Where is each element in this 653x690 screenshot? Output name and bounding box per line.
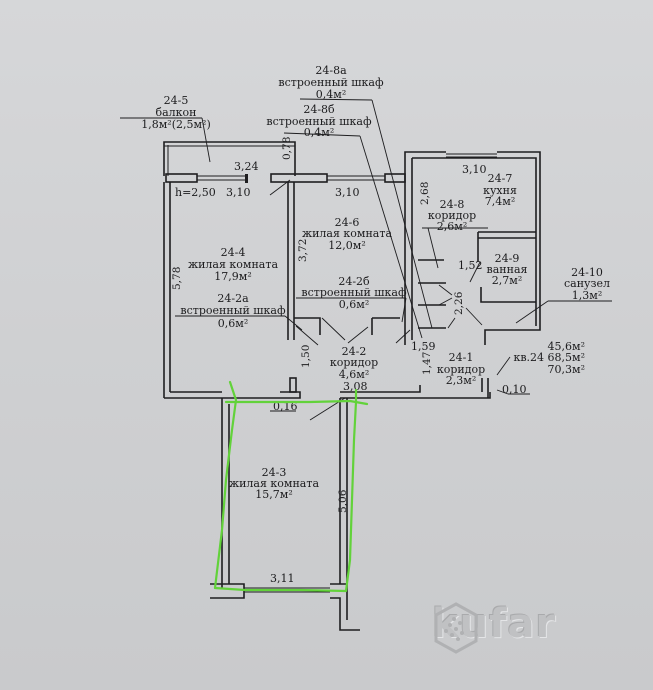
- balcony-outline: [163, 141, 296, 176]
- svg-text:24-6: 24-6: [335, 216, 360, 229]
- svg-text:0,4м²: 0,4м²: [304, 126, 334, 139]
- svg-text:h=2,50: h=2,50: [175, 186, 216, 199]
- svg-text:24-8а: 24-8а: [315, 64, 347, 77]
- svg-text:0,6м²: 0,6м²: [218, 317, 248, 330]
- svg-text:24-2а: 24-2а: [217, 292, 249, 305]
- svg-text:1,59: 1,59: [411, 340, 436, 353]
- svg-text:коридор: коридор: [330, 356, 378, 369]
- svg-text:17,9м²: 17,9м²: [214, 270, 251, 283]
- svg-text:24-9: 24-9: [495, 252, 520, 265]
- svg-text:коридор: коридор: [428, 209, 476, 222]
- svg-text:45,6м²: 45,6м²: [548, 340, 585, 353]
- svg-text:24-4: 24-4: [221, 246, 246, 259]
- svg-text:3,72: 3,72: [297, 239, 309, 262]
- svg-text:3,10: 3,10: [462, 163, 487, 176]
- svg-text:24-2б: 24-2б: [338, 275, 370, 288]
- svg-text:3,10: 3,10: [226, 186, 251, 199]
- svg-text:70,3м²: 70,3м²: [548, 363, 585, 376]
- svg-text:кв.24 68,5м²: кв.24 68,5м²: [513, 351, 585, 364]
- svg-text:0,10: 0,10: [502, 383, 527, 396]
- svg-text:12,0м²: 12,0м²: [328, 239, 365, 252]
- outer-walls: [163, 151, 541, 631]
- leader-lines: [120, 98, 612, 421]
- svg-text:24-2: 24-2: [342, 345, 367, 358]
- svg-text:встроенный шкаф: встроенный шкаф: [301, 286, 407, 299]
- highlight-annotation: [213, 380, 358, 593]
- svg-text:2,7м²: 2,7м²: [492, 274, 522, 287]
- svg-text:коридор: коридор: [437, 363, 485, 376]
- svg-text:балкон: балкон: [156, 106, 197, 119]
- svg-text:5,06: 5,06: [337, 489, 349, 513]
- svg-text:встроенный шкаф: встроенный шкаф: [278, 76, 384, 89]
- svg-text:24-7: 24-7: [488, 172, 513, 185]
- svg-text:24-5: 24-5: [164, 94, 189, 107]
- svg-text:санузел: санузел: [564, 277, 610, 290]
- svg-text:24-1: 24-1: [449, 351, 474, 364]
- svg-text:3,24: 3,24: [234, 160, 259, 173]
- svg-text:жилая комната: жилая комната: [229, 477, 319, 490]
- kufar-watermark-text: kufar: [432, 601, 557, 647]
- svg-text:2,3м²: 2,3м²: [446, 374, 476, 387]
- svg-text:3,11: 3,11: [270, 572, 295, 585]
- svg-text:4,6м²: 4,6м²: [339, 368, 369, 381]
- room-labels: 24-5 балкон 1,8м²(2,5м²) 24-8а встроенны…: [141, 64, 610, 501]
- svg-text:24-3: 24-3: [262, 466, 287, 479]
- svg-text:жилая комната: жилая комната: [188, 258, 278, 271]
- svg-text:1,8м²(2,5м²): 1,8м²(2,5м²): [141, 118, 211, 131]
- svg-text:0,4м²: 0,4м²: [316, 88, 346, 101]
- svg-text:0,16: 0,16: [273, 400, 298, 413]
- svg-text:кухня: кухня: [483, 184, 517, 197]
- svg-text:0,6м²: 0,6м²: [339, 298, 369, 311]
- svg-text:7,4м²: 7,4м²: [485, 195, 515, 208]
- svg-text:1,52: 1,52: [458, 259, 483, 272]
- svg-text:0,78: 0,78: [281, 137, 293, 160]
- svg-text:1,50: 1,50: [300, 345, 312, 368]
- svg-text:24-10: 24-10: [571, 266, 603, 279]
- svg-text:3,10: 3,10: [335, 186, 360, 199]
- svg-text:2,26: 2,26: [453, 291, 465, 315]
- svg-text:встроенный шкаф: встроенный шкаф: [180, 304, 286, 317]
- svg-text:2,68: 2,68: [419, 182, 431, 205]
- dimension-labels: 3,24 h=2,50 3,10 3,10 3,10 1,52 1,59 3,0…: [171, 137, 527, 585]
- svg-text:3,08: 3,08: [343, 380, 368, 393]
- svg-text:1,3м²: 1,3м²: [572, 289, 602, 302]
- svg-text:жилая комната: жилая комната: [302, 227, 392, 240]
- svg-text:2,6м²: 2,6м²: [437, 220, 467, 233]
- kufar-logo-icon: [434, 602, 478, 654]
- svg-text:24-8б: 24-8б: [303, 103, 335, 116]
- door-swings: [295, 261, 483, 346]
- svg-text:ванная: ванная: [487, 263, 528, 276]
- kufar-watermark: kufar: [432, 601, 557, 654]
- svg-text:24-8: 24-8: [440, 198, 465, 211]
- svg-text:15,7м²: 15,7м²: [255, 488, 292, 501]
- svg-text:встроенный шкаф: встроенный шкаф: [266, 115, 372, 128]
- svg-text:5,78: 5,78: [171, 267, 183, 290]
- svg-text:1,47: 1,47: [421, 352, 433, 375]
